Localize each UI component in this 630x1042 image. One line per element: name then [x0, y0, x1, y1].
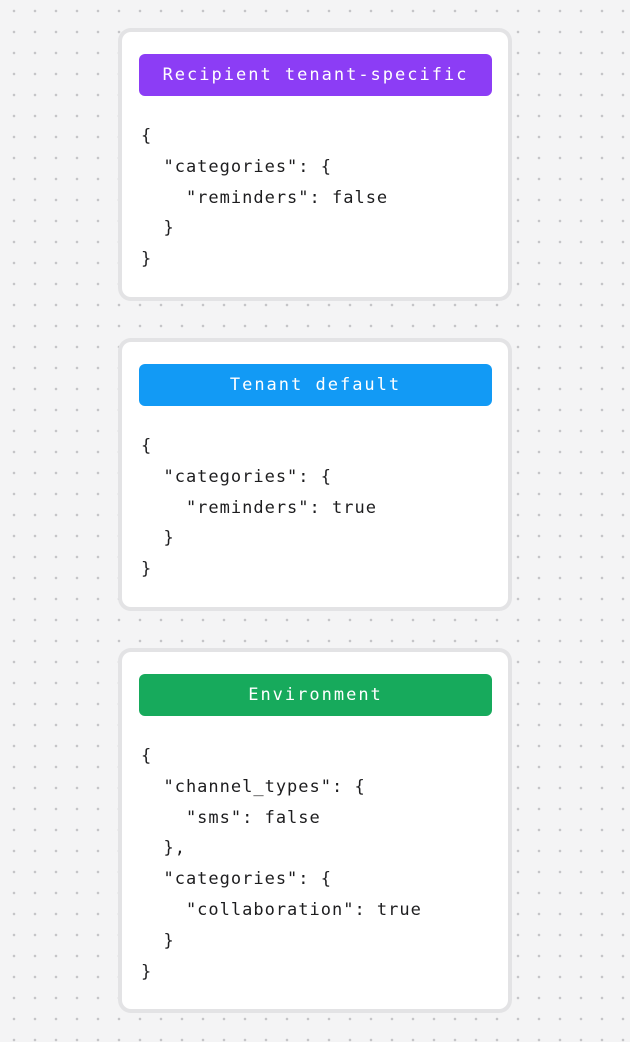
environment-badge: Environment	[139, 673, 492, 716]
environment-json: { "channel_types": { "sms": false }, "ca…	[141, 745, 422, 982]
card-environment: Environment { "channel_types": { "sms": …	[122, 651, 508, 1010]
preference-precedence-canvas: Recipient tenant-specific { "categories"…	[122, 32, 508, 1010]
card-tenant-default: Tenant default { "categories": { "remind…	[122, 341, 508, 607]
recipient-tenant-specific-json: { "categories": { "reminders": false } }	[141, 126, 389, 270]
card-recipient-tenant-specific: Recipient tenant-specific { "categories"…	[122, 32, 508, 297]
tenant-default-badge: Tenant default	[139, 363, 492, 406]
tenant-default-json: { "categories": { "reminders": true } }	[141, 435, 377, 580]
recipient-tenant-specific-badge: Recipient tenant-specific	[139, 54, 492, 96]
